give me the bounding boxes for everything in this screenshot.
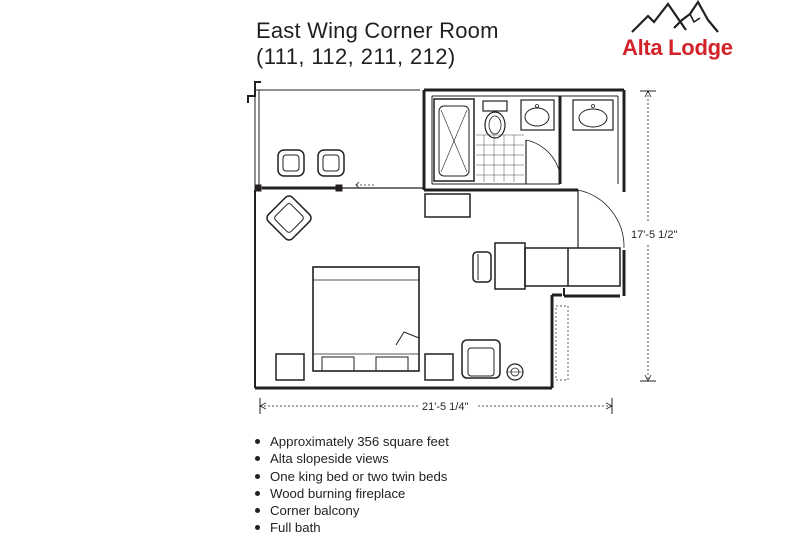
list-item: Corner balcony [252,502,449,519]
fireplace-chair [461,339,501,379]
balcony-chair [277,149,305,177]
list-item: Wood burning fireplace [252,485,449,502]
mountain-peaks-icon [631,0,719,33]
armchair [266,195,312,241]
list-item: Full bath [252,519,449,536]
list-item: Alta slopeside views [252,450,449,467]
bathroom [431,95,619,185]
list-item: Approximately 356 square feet [252,433,449,450]
room-title: East Wing Corner Room [256,18,499,43]
height-label: 17'-5 1/2" [631,229,677,241]
desk-chair [472,251,492,283]
feature-list: Approximately 356 square feet Alta slope… [252,433,449,537]
list-item: One king bed or two twin beds [252,468,449,485]
balcony-chair [317,149,345,177]
nightstand [275,353,305,381]
sliding-door [254,181,424,192]
vanity-sink [572,99,614,131]
room-walls [254,88,626,390]
balcony [247,81,420,190]
height-dimension [640,90,656,382]
bathroom-sink [520,99,555,131]
closet [555,305,569,381]
room-numbers: (111, 112, 211, 212) [256,44,456,69]
bathroom-door [525,139,561,184]
nightstand [424,353,454,381]
desk [494,242,621,290]
width-label: 21'-5 1/4" [422,401,468,413]
bathtub [433,98,475,182]
entry-door [577,189,625,249]
toilet [482,100,508,139]
king-bed [312,266,420,372]
brand-logo-text: Alta Lodge [622,35,733,60]
fireplace [506,363,524,381]
width-dimension [259,398,613,414]
tile-floor [476,134,524,182]
floor-plan: 17'-5 1/2" 21'-5 1/4" [247,81,677,414]
luggage-bench [424,193,471,218]
